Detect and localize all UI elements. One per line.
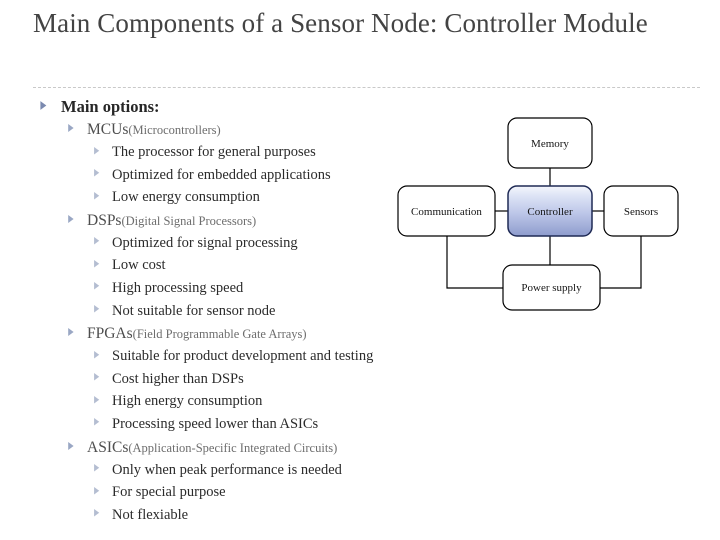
diagram-node-power-supply-label: Power supply <box>521 282 582 294</box>
triangle-right-icon <box>38 100 52 111</box>
bullet-item-label: Low cost <box>112 257 166 274</box>
diagram-connectors <box>446 168 642 289</box>
bullet-item-label: Suitable for product development and tes… <box>112 348 374 365</box>
bullet-item-label: High energy consumption <box>112 393 263 410</box>
triangle-right-icon <box>66 123 78 133</box>
diagram-node-memory: Memory <box>507 117 593 169</box>
bullet-item-l1: Main options: <box>0 97 470 121</box>
diagram-node-sensors: Sensors <box>603 185 679 237</box>
triangle-right-icon <box>92 304 103 314</box>
bullet-item-l3: Low energy consumption <box>0 189 470 212</box>
triangle-right-icon <box>92 417 103 427</box>
triangle-right-icon <box>92 146 103 156</box>
bullet-item-label: Not flexiable <box>112 506 189 523</box>
bullet-item-l3: Processing speed lower than ASICs <box>0 416 470 439</box>
bullet-item-l2: MCUs (Microcontrollers) <box>0 121 470 144</box>
triangle-right-icon <box>92 463 103 473</box>
bullet-item-sublabel: (Field Programmable Gate Arrays) <box>132 327 307 342</box>
bullet-item-label: For special purpose <box>112 484 226 501</box>
diagram-node-communication-label: Communication <box>411 206 482 218</box>
triangle-right-icon <box>92 372 103 382</box>
triangle-right-icon <box>92 236 103 246</box>
bullet-item-label: Low energy consumption <box>112 189 260 206</box>
bullet-item-l3: The processor for general purposes <box>0 144 470 167</box>
bullet-item-l3: Cost higher than DSPs <box>0 371 470 394</box>
bullet-item-label: Main options: <box>61 97 160 116</box>
bullet-item-label: MCUs <box>87 121 129 138</box>
bullet-item-label: DSPs <box>87 211 122 229</box>
bullet-item-l3: Suitable for product development and tes… <box>0 348 470 371</box>
bullet-item-label: Optimized for signal processing <box>112 234 298 251</box>
diagram-node-controller: Controller <box>507 185 593 237</box>
bullet-item-l2: FPGAs (Field Programmable Gate Arrays) <box>0 325 470 348</box>
bullet-item-label: FPGAs <box>87 325 133 343</box>
title-divider <box>33 87 700 88</box>
triangle-right-icon <box>92 168 103 178</box>
bullet-item-sublabel: (Digital Signal Processors) <box>121 213 257 228</box>
bullet-item-l3: Not flexiable <box>0 507 470 530</box>
bullet-item-l3: High energy consumption <box>0 393 470 416</box>
sensor-node-diagram: Memory Communication Controller Sensors … <box>390 108 700 320</box>
diagram-node-sensors-label: Sensors <box>624 206 658 218</box>
connector-sensors-power <box>600 236 642 289</box>
connector-communication-power <box>446 236 503 289</box>
diagram-node-power-supply: Power supply <box>502 264 601 311</box>
triangle-right-icon <box>92 395 103 405</box>
diagram-node-communication: Communication <box>397 185 496 237</box>
bullet-item-label: Not suitable for sensor node <box>112 302 276 319</box>
bullet-item-l2: ASICs (Application-Specific Integrated C… <box>0 439 470 462</box>
bullet-item-sublabel: (Microcontrollers) <box>128 123 221 137</box>
bullet-item-l3: Optimized for embedded applications <box>0 167 470 190</box>
bullet-item-l2: DSPs (Digital Signal Processors) <box>0 212 470 235</box>
bullet-item-l3: For special purpose <box>0 484 470 507</box>
bullet-item-label: Only when peak performance is needed <box>112 461 342 478</box>
triangle-right-icon <box>66 327 78 337</box>
triangle-right-icon <box>66 441 78 451</box>
bullet-item-l3: Optimized for signal processing <box>0 235 470 258</box>
bullet-item-label: High processing speed <box>112 279 244 296</box>
bullet-item-label: The processor for general purposes <box>112 144 316 160</box>
bullet-list: Main options:MCUs (Microcontrollers)The … <box>0 97 470 529</box>
bullet-item-l3: High processing speed <box>0 280 470 303</box>
triangle-right-icon <box>92 486 103 496</box>
bullet-item-label: Optimized for embedded applications <box>112 166 331 183</box>
page-title: Main Components of a Sensor Node: Contro… <box>33 8 648 38</box>
triangle-right-icon <box>92 508 103 518</box>
bullet-item-l3: Not suitable for sensor node <box>0 303 470 326</box>
triangle-right-icon <box>92 191 103 201</box>
bullet-item-label: ASICs <box>87 438 129 456</box>
diagram-node-memory-label: Memory <box>531 138 569 150</box>
bullet-item-label: Cost higher than DSPs <box>112 370 244 387</box>
triangle-right-icon <box>92 259 103 269</box>
triangle-right-icon <box>92 281 103 291</box>
diagram-node-controller-label: Controller <box>527 206 573 218</box>
bullet-item-label: Processing speed lower than ASICs <box>112 415 319 432</box>
bullet-item-l3: Low cost <box>0 257 470 280</box>
bullet-item-sublabel: (Application-Specific Integrated Circuit… <box>128 440 338 455</box>
triangle-right-icon <box>66 214 78 224</box>
triangle-right-icon <box>92 350 103 360</box>
bullet-item-l3: Only when peak performance is needed <box>0 462 470 485</box>
